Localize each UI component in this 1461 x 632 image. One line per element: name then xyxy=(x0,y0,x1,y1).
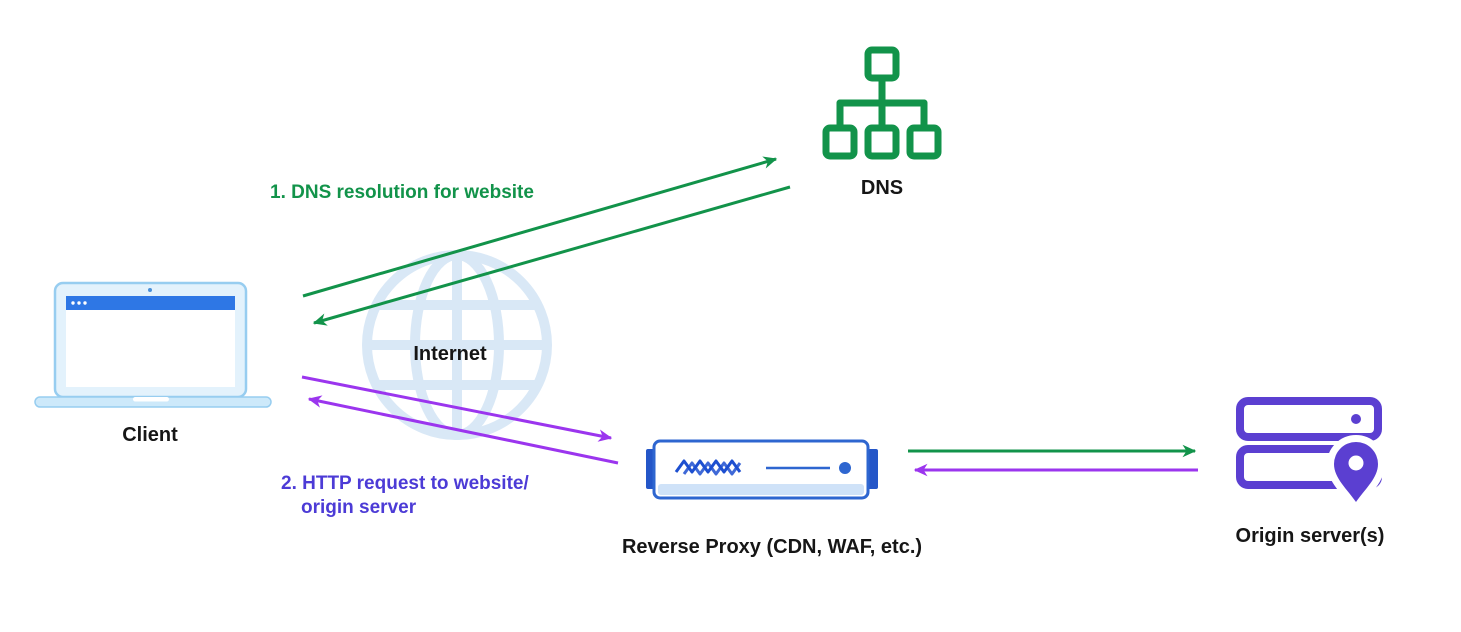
reverse-proxy-label: Reverse Proxy (CDN, WAF, etc.) xyxy=(622,536,922,558)
origin-servers-icon xyxy=(1236,397,1386,515)
http-request-label-line1: 2. HTTP request to website/ xyxy=(281,473,529,494)
reverse-proxy-icon xyxy=(646,439,878,500)
arrow-client-to-dns xyxy=(302,156,778,298)
origin-servers-label: Origin server(s) xyxy=(1236,525,1385,547)
dns-label: DNS xyxy=(861,177,903,199)
arrow-client-to-proxy xyxy=(301,375,613,442)
dns-icon xyxy=(822,46,942,160)
internet-globe-icon xyxy=(362,250,552,440)
arrow-proxy-to-client xyxy=(307,395,619,465)
internet-label: Internet xyxy=(413,343,487,365)
http-request-label-line2: origin server xyxy=(301,497,417,518)
laptop-icon xyxy=(34,281,272,408)
client-label: Client xyxy=(122,424,178,446)
dns-resolution-label: 1. DNS resolution for website xyxy=(270,182,534,203)
arrow-dns-to-client xyxy=(312,185,791,326)
